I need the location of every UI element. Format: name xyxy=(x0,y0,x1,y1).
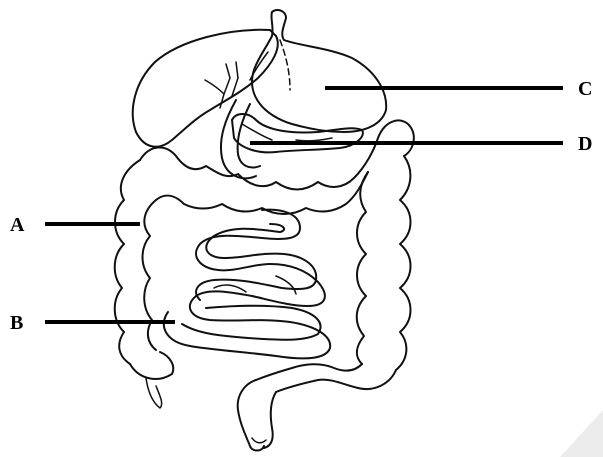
label-d: D xyxy=(578,133,592,155)
pancreas xyxy=(232,114,363,152)
small-intestine xyxy=(164,210,330,359)
stomach xyxy=(252,10,386,132)
liver xyxy=(133,30,278,147)
bile-ducts xyxy=(205,62,238,108)
label-a: A xyxy=(10,214,25,236)
duodenum xyxy=(221,100,260,178)
rectum xyxy=(238,380,276,451)
label-c: C xyxy=(578,78,592,100)
label-b: B xyxy=(10,312,23,334)
page-corner-shadow xyxy=(560,410,603,457)
